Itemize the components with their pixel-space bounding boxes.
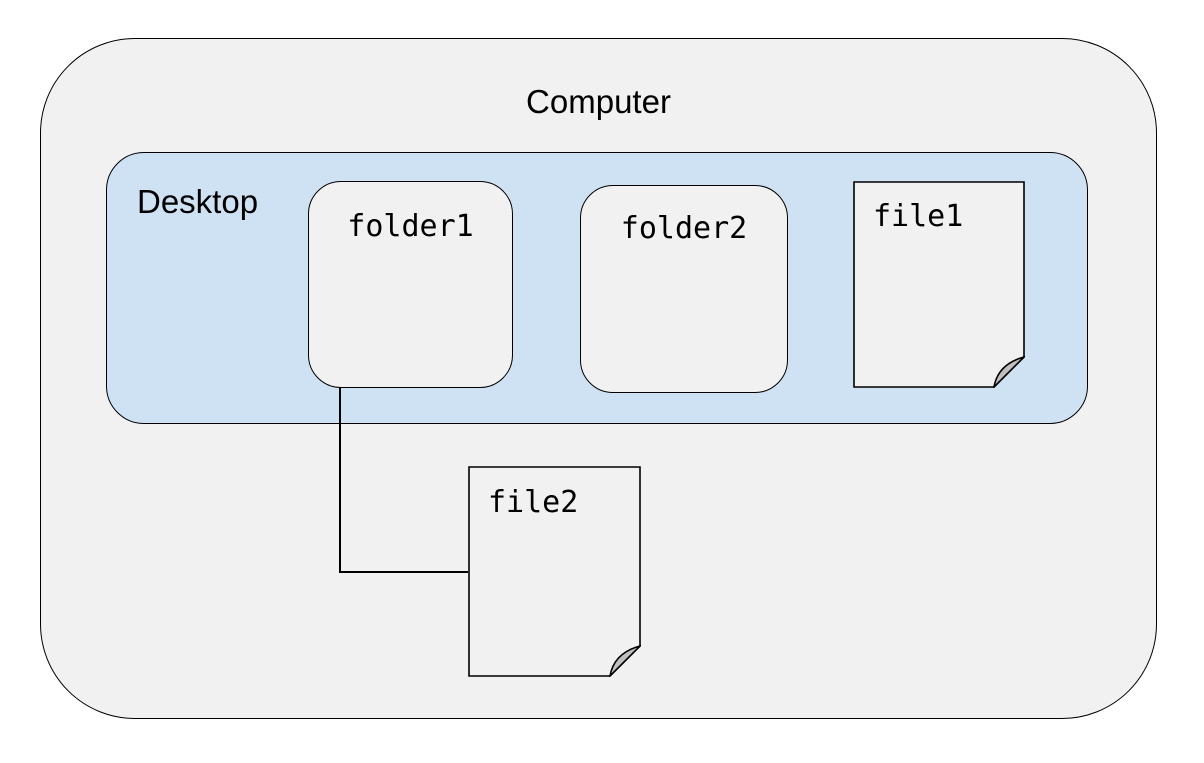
folder1-shape bbox=[308, 181, 513, 388]
computer-label: Computer bbox=[526, 83, 671, 120]
folder2-label: folder2 bbox=[620, 211, 748, 246]
folder1-label: folder1 bbox=[347, 209, 474, 244]
file1-shape bbox=[853, 181, 1025, 388]
desktop-label: Desktop bbox=[137, 183, 259, 220]
file2-shape bbox=[468, 466, 641, 677]
file2-label: file2 bbox=[488, 485, 579, 520]
folder2-shape bbox=[580, 185, 788, 393]
file2-fold-corner bbox=[609, 644, 641, 677]
file1-fold-corner bbox=[993, 355, 1025, 388]
file1-label: file1 bbox=[873, 199, 964, 234]
